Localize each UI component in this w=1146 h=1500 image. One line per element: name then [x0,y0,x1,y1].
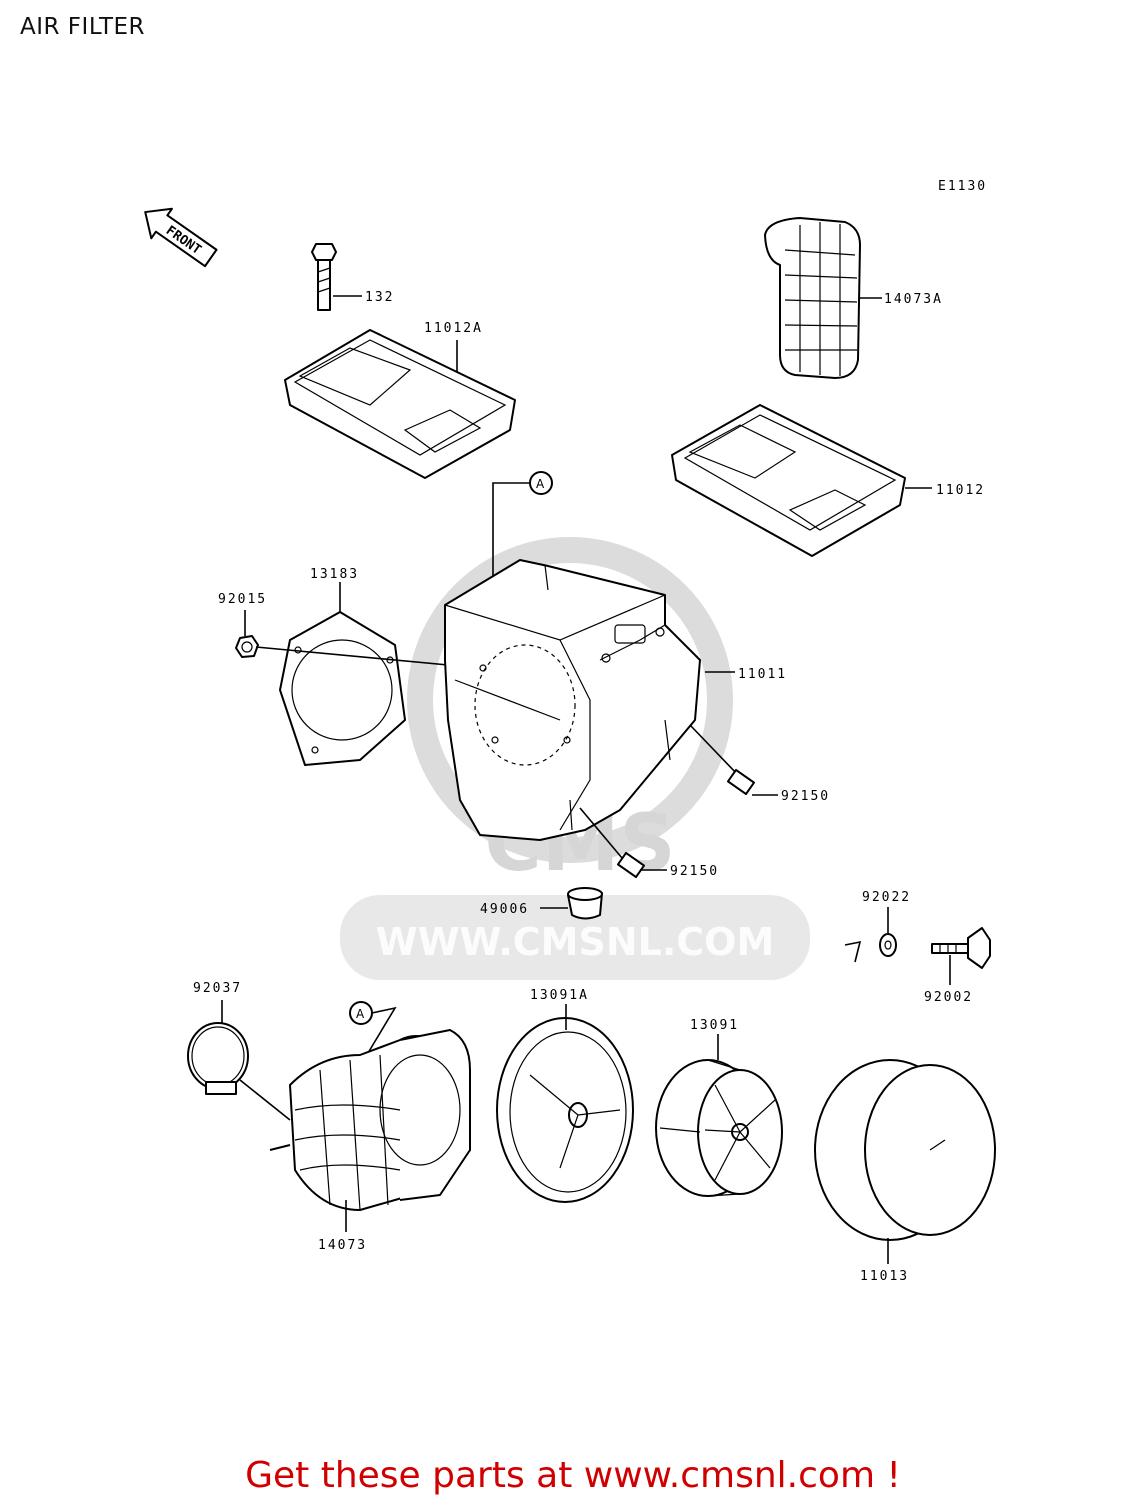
part-92022-washer[interactable] [844,907,897,963]
diagram-code: E1130 [938,179,987,194]
label-92015: 92015 [218,592,267,607]
label-92022: 92022 [862,890,911,905]
part-132-bolt[interactable] [311,243,362,311]
part-92037-clamp[interactable] [187,1000,291,1121]
part-13091A-backplate[interactable] [496,1004,634,1203]
part-14073-intake-boot[interactable] [269,1029,471,1232]
part-92150-bolt-a[interactable] [689,724,778,796]
label-14073A: 14073A [884,292,943,307]
watermark-url: WWW.CMSNL.COM [376,920,775,964]
label-11011: 11011 [738,667,787,682]
label-92150-a: 92150 [781,789,830,804]
part-14073A-duct[interactable] [764,217,882,379]
front-arrow: FRONT [144,207,218,268]
label-11012A: 11012A [424,321,483,336]
label-13091A: 13091A [530,988,589,1003]
label-49006: 49006 [480,902,529,917]
part-13183-gasket[interactable] [279,582,406,766]
footer-promo-link[interactable]: Get these parts at www.cmsnl.com ! [245,1455,901,1496]
part-92150-bolt-b[interactable] [579,807,667,879]
label-11013: 11013 [860,1269,909,1284]
page-title: AIR FILTER [20,14,146,40]
label-132: 132 [365,290,394,305]
part-11012A-cover[interactable] [284,329,516,479]
ref-marker-a-bottom: A [349,1001,397,1059]
part-92002-wing-bolt[interactable] [931,927,991,985]
label-92037: 92037 [193,981,242,996]
part-92015-nut[interactable] [235,610,481,669]
label-92150-b: 92150 [670,864,719,879]
part-11012-cover[interactable] [671,404,932,557]
label-13091: 13091 [690,1018,739,1033]
part-49006-cap[interactable] [540,887,603,920]
part-13091-cage[interactable] [655,1034,783,1197]
label-92002: 92002 [924,990,973,1005]
svg-text:A: A [536,477,545,491]
svg-text:A: A [356,1007,365,1021]
exploded-parts-diagram: CMS WWW.CMSNL.COM E1130 FRONT 132 14073A… [144,179,996,1284]
part-11011-airbox[interactable] [444,559,735,841]
part-11013-filter-element[interactable] [814,1059,996,1264]
label-13183: 13183 [310,567,359,582]
label-11012: 11012 [936,483,985,498]
label-14073: 14073 [318,1238,367,1253]
